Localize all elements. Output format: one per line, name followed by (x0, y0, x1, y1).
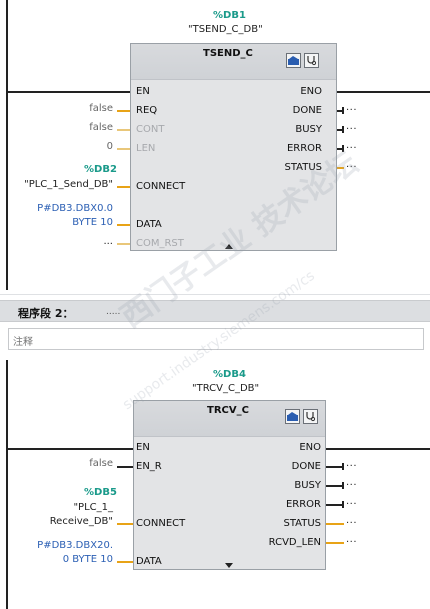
comment-field[interactable]: 注释 (8, 328, 424, 350)
pin-connect: CONNECT (136, 518, 186, 529)
tsend-c-block[interactable]: TSEND_C EN REQ CONT LEN CONNECT DATA COM… (130, 43, 337, 251)
instance-db-number-1[interactable]: %DB1 (213, 10, 246, 21)
collapse-arrow-icon[interactable] (225, 244, 233, 249)
block-stethoscope-icon[interactable] (303, 409, 318, 424)
comment-placeholder: 注释 (13, 337, 33, 348)
out-busy[interactable]: ... (346, 477, 358, 488)
out-status[interactable]: ... (346, 515, 358, 526)
pin-cont: CONT (136, 124, 165, 135)
param-connect-line1[interactable]: "PLC_1_ (73, 502, 113, 513)
pin-busy: BUSY (294, 480, 321, 491)
pin-data: DATA (136, 556, 162, 567)
pin-rcvd-len: RCVD_LEN (268, 537, 321, 548)
done-tick (342, 107, 344, 114)
pin-status: STATUS (283, 518, 321, 529)
error-tick (342, 145, 344, 152)
pin-req: REQ (136, 105, 158, 116)
block-title: TRCV_C (207, 405, 249, 416)
pin-en: EN (136, 86, 150, 97)
segment-header[interactable]: 程序段 2： ..... (0, 300, 430, 322)
en-wire (6, 91, 130, 93)
param-data-line2[interactable]: 0 BYTE 10 (62, 554, 113, 565)
segment-title: 程序段 2： (18, 307, 74, 320)
block-header (131, 44, 336, 80)
out-busy[interactable]: ... (346, 121, 358, 132)
connect-db-number[interactable]: %DB5 (84, 487, 117, 498)
segment-dots: ..... (106, 307, 121, 317)
pin-en: EN (136, 442, 150, 453)
pin-len: LEN (136, 143, 156, 154)
wire-req (117, 110, 130, 112)
busy-tick (342, 482, 344, 489)
param-len[interactable]: 0 (106, 141, 113, 152)
pin-done: DONE (292, 105, 322, 116)
wire-connect (117, 186, 130, 188)
out-error[interactable]: ... (346, 140, 358, 151)
param-data-line2[interactable]: BYTE 10 (72, 217, 113, 228)
pin-eno: ENO (300, 86, 322, 97)
wire-connect (117, 523, 133, 525)
out-error[interactable]: ... (346, 496, 358, 507)
out-done[interactable]: ... (346, 102, 358, 113)
done-wire (326, 466, 342, 468)
instance-db-name-1[interactable]: "TSEND_C_DB" (188, 24, 263, 35)
wire-data (117, 561, 133, 563)
param-en-r[interactable]: false (89, 458, 113, 469)
block-title: TSEND_C (203, 48, 253, 59)
done-tick (342, 463, 344, 470)
pin-busy: BUSY (295, 124, 322, 135)
status-wire (337, 167, 344, 169)
instance-db-name-2[interactable]: "TRCV_C_DB" (192, 383, 260, 394)
trcv-c-block[interactable]: TRCV_C EN EN_R CONNECT DATA ENO DONE BUS… (133, 400, 326, 570)
param-cont[interactable]: false (89, 122, 113, 133)
error-tick (342, 501, 344, 508)
param-com-rst[interactable]: ... (103, 236, 113, 247)
status-wire (326, 523, 344, 525)
pin-connect: CONNECT (136, 181, 186, 192)
wire-cont (117, 129, 130, 131)
eno-wire (337, 91, 430, 93)
out-rcvd-len[interactable]: ... (346, 534, 358, 545)
busy-wire (337, 129, 342, 131)
param-req[interactable]: false (89, 103, 113, 114)
power-rail-1 (6, 0, 8, 290)
wire-en-r (117, 466, 133, 468)
pin-error: ERROR (286, 143, 322, 154)
power-rail-2 (6, 360, 8, 609)
rcvd-len-wire (326, 542, 344, 544)
divider (0, 294, 430, 295)
done-wire (337, 110, 342, 112)
pin-eno: ENO (299, 442, 321, 453)
error-wire (326, 504, 342, 506)
eno-wire (326, 448, 430, 450)
out-done[interactable]: ... (346, 458, 358, 469)
pin-com-rst: COM_RST (136, 238, 184, 249)
param-data-line1[interactable]: P#DB3.DBX0.0 (37, 203, 113, 214)
wire-data (117, 224, 130, 226)
param-connect-line2[interactable]: Receive_DB" (49, 516, 113, 527)
out-status[interactable]: ... (346, 159, 358, 170)
block-stethoscope-icon[interactable] (304, 53, 319, 68)
wire-com-rst (117, 243, 130, 245)
pin-status: STATUS (284, 162, 322, 173)
busy-wire (326, 485, 342, 487)
param-data-line1[interactable]: P#DB3.DBX20. (37, 540, 113, 551)
en-wire (6, 448, 133, 450)
param-connect[interactable]: "PLC_1_Send_DB" (24, 179, 113, 190)
busy-tick (342, 126, 344, 133)
pin-error: ERROR (285, 499, 321, 510)
pin-en-r: EN_R (136, 461, 162, 472)
pin-data: DATA (136, 219, 162, 230)
block-graphic-icon[interactable] (285, 409, 300, 424)
block-graphic-icon[interactable] (286, 53, 301, 68)
expand-arrow-icon[interactable] (225, 563, 233, 568)
pin-done: DONE (291, 461, 321, 472)
instance-db-number-2[interactable]: %DB4 (213, 369, 246, 380)
connect-db-number[interactable]: %DB2 (84, 164, 117, 175)
error-wire (337, 148, 342, 150)
wire-len (117, 148, 130, 150)
